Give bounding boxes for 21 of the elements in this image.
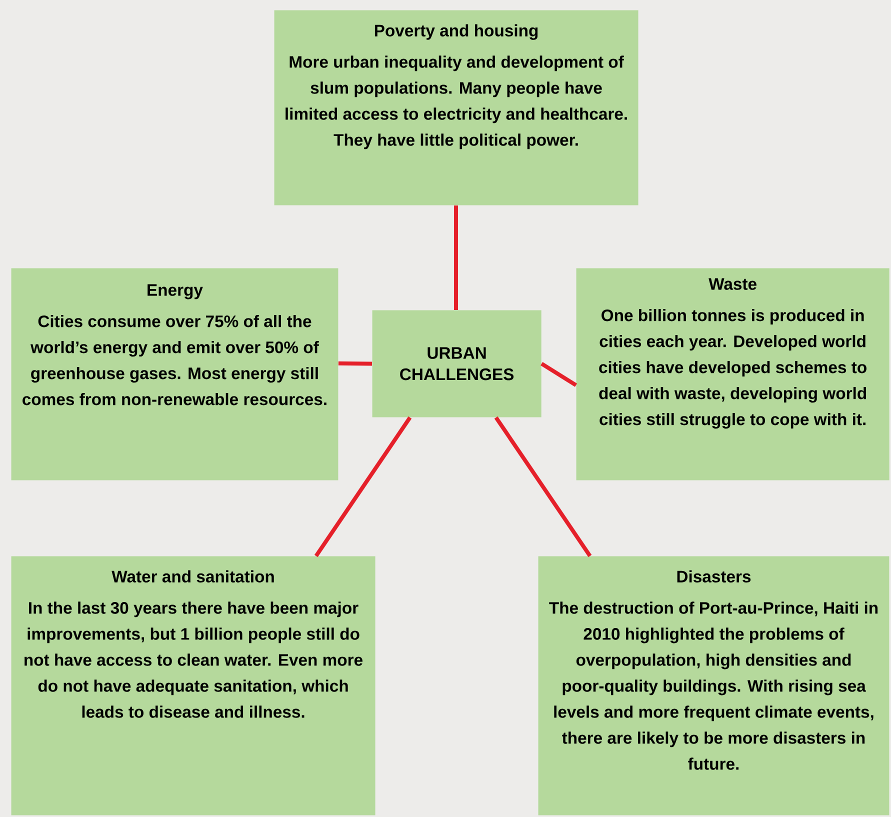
topic-box — [11, 556, 376, 816]
description: In the last 30 years there have been major improvements, but 1 billion people still do not have access to clean water. Even more do not have adequate sanitation, which leads to disease and illness. — [24, 602, 362, 718]
topic-box — [576, 268, 890, 480]
heading: Water and sanitation — [112, 570, 274, 583]
description: One billion tonnes is produced in cities each year. Developed world cities have developed schemes to deal with waste, developing world cities still struggle to cope with it. — [599, 308, 866, 429]
heading: Energy — [148, 284, 203, 300]
connector-line — [540, 362, 578, 387]
description: Cities consume over 75% of all the world’s energy and emit over 50% of greenhouse gases. Most energy still comes from non-renewable resources. — [22, 314, 326, 406]
topic-box — [538, 556, 890, 816]
central-box: URBAN CHALLENGES — [372, 310, 542, 418]
topic-box — [274, 10, 638, 206]
heading: Poverty and housing — [374, 24, 538, 40]
description: The destruction of Port-au-Prince, Haiti in 2010 highlighted the problems of overpopulation, high densities and poor-quality buildings. With rising sea levels and more frequent climate events, there are likely to be more disasters in future. — [549, 602, 878, 770]
heading: Waste — [708, 278, 756, 290]
topic-box — [11, 268, 338, 480]
description: More urban inequality and development of slum populations. Many people have limited access to electricity and healthcare. They have little political power. — [286, 56, 627, 150]
connector-line — [338, 361, 372, 366]
connector-line — [494, 416, 592, 558]
connector-line — [454, 205, 458, 310]
heading: Disasters — [677, 570, 751, 583]
connector-line — [314, 416, 412, 558]
